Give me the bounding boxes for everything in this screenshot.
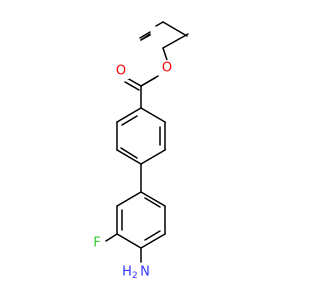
atom-labels-layer: O O F H 2 N: [93, 60, 173, 281]
ring1-bond-1: [140, 107, 166, 123]
ring1-bond-6: [116, 107, 142, 123]
bond-ether-o-carbonyl-c-main: [140, 34, 151, 41]
ring1-bond-4: [116, 149, 142, 165]
ring1-double-2: [120, 147, 138, 159]
bond-carbonyl-double-2: [124, 81, 140, 91]
bond-ether-o-carbonyl-c: [139, 31, 151, 39]
atom-label-ether-oxygen: O: [162, 61, 172, 76]
atom-label-fluorine: F: [93, 236, 100, 251]
structure-canvas: O O F H 2 N: [93, 21, 189, 281]
ring2-bond-6: [116, 191, 142, 207]
bond-ch2-ether-o: [155, 21, 164, 27]
ring2-bond-4: [116, 233, 142, 249]
atom-label-nitrogen: N: [140, 265, 150, 280]
atom-label-carbonyl-oxygen: O: [116, 64, 126, 79]
ring1-bond-3: [140, 149, 166, 165]
molecule-diagram: [105, 21, 189, 263]
bond-methyl-ch2: [162, 21, 188, 37]
ring2-double-2: [144, 230, 161, 241]
bond-carbonyl-double-1: [126, 77, 142, 87]
ring2-bond-1: [140, 191, 166, 207]
atom-label-amine-h: H: [122, 265, 132, 280]
bond-carbonyl-to-o-ether: [140, 75, 159, 87]
bond-ring-fluorine: [105, 233, 118, 242]
ring2-bond-3: [140, 233, 166, 249]
atom-label-amine-h-subscript: 2: [132, 271, 138, 281]
ring1-double-3: [121, 115, 138, 126]
ring2-double-1: [144, 197, 161, 208]
bond-ch2-ch3: [162, 33, 189, 49]
